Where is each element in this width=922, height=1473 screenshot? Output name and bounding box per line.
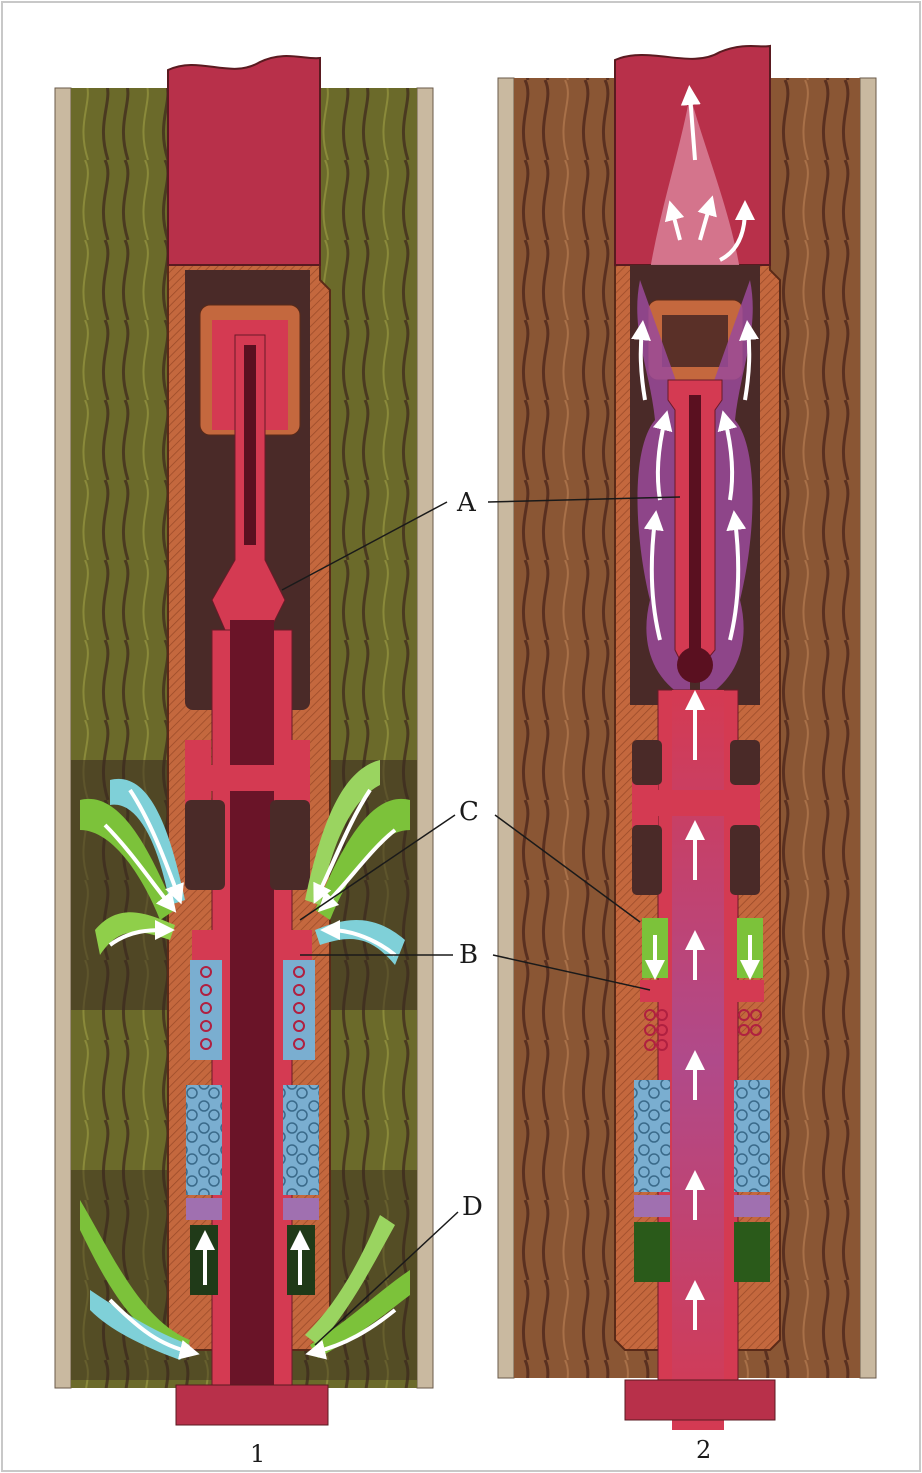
- callout-b: B: [459, 940, 478, 970]
- low-cavity-left-2: [632, 825, 662, 895]
- valve-cap-2: [662, 315, 728, 367]
- spring-left-1: [190, 960, 222, 1060]
- green-chamber-left-2: [634, 1222, 670, 1282]
- piston-a-core-1: [244, 345, 256, 545]
- casing-right-1: [417, 88, 433, 1388]
- seal-ring-right-1: [283, 1198, 319, 1220]
- mid-cavity-right-1: [270, 800, 310, 890]
- sleeve-b-right-2: [734, 980, 764, 1002]
- green-chamber-right-2: [734, 1222, 770, 1282]
- seal-ring-right-2: [734, 1195, 770, 1217]
- packing-right-1: [283, 1085, 319, 1195]
- low-cavity-right-2: [730, 825, 760, 895]
- spring-right-1: [283, 960, 315, 1060]
- casing-left-2: [498, 78, 514, 1378]
- casing-left-1: [55, 88, 71, 1388]
- sleeve-b-left-2: [640, 980, 670, 1002]
- packing-right-2: [734, 1080, 770, 1192]
- mid-cavity-left-1: [185, 800, 225, 890]
- bottom-pipe-1: [176, 1385, 328, 1425]
- packing-left-1: [186, 1085, 222, 1195]
- seal-ring-left-1: [186, 1198, 222, 1220]
- mid-cavity-right-2: [730, 740, 760, 785]
- piston-a-core-2: [689, 395, 701, 655]
- callout-c: C: [459, 797, 479, 827]
- valve-ball-2: [677, 647, 713, 683]
- callout-d: D: [462, 1192, 483, 1222]
- casing-right-2: [860, 78, 876, 1378]
- bottom-pipe-2: [625, 1380, 775, 1420]
- seal-ring-left-2: [634, 1195, 670, 1217]
- panel-1: [55, 56, 433, 1425]
- packing-left-2: [634, 1080, 670, 1192]
- callout-a: A: [456, 488, 477, 518]
- panel-number-1: 1: [250, 1440, 265, 1468]
- mandrel-core-1: [230, 620, 274, 1420]
- panel-2: [498, 46, 876, 1430]
- side-cavity-left-1: [185, 465, 225, 550]
- top-pipe-1: [168, 56, 320, 265]
- side-cavity-right-1: [270, 465, 310, 550]
- sleeve-b-left-1: [192, 930, 222, 960]
- panel-number-2: 2: [696, 1436, 711, 1464]
- mid-cavity-left-2: [632, 740, 662, 785]
